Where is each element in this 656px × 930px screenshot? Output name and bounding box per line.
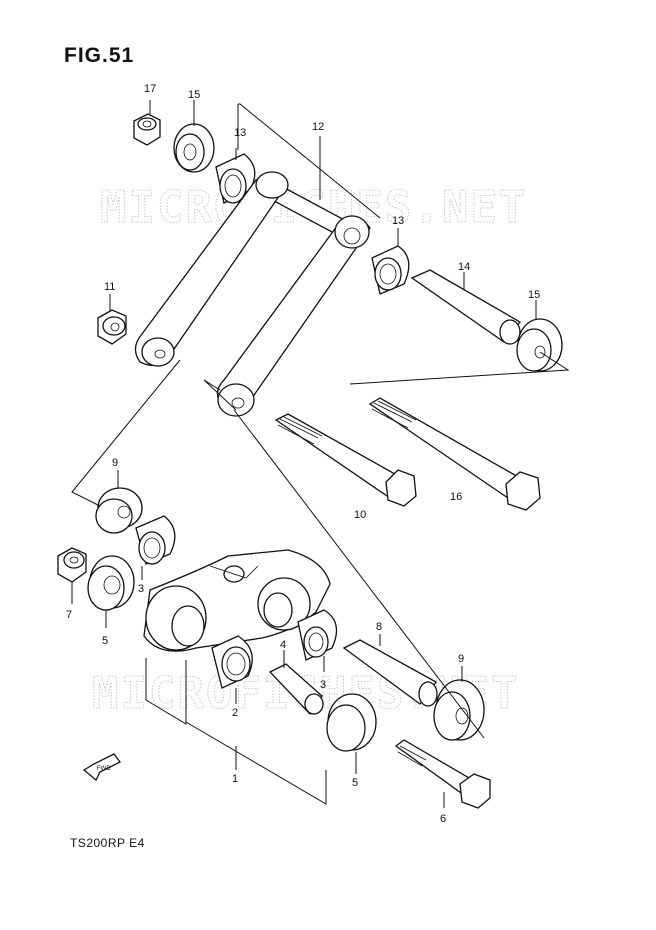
callout-13-right: 13 — [392, 215, 404, 227]
part-5-washer-right — [326, 693, 377, 752]
part-9-washer-left — [95, 487, 143, 534]
part-17-nut — [133, 113, 161, 146]
part-2-bearing — [211, 635, 253, 689]
callout-12: 12 — [312, 121, 324, 133]
part-15-washer-right — [516, 318, 563, 372]
callout-11: 11 — [104, 281, 115, 293]
leader-lines — [71, 100, 570, 808]
part-5-washer-left — [87, 555, 135, 611]
part-8-collar — [342, 639, 438, 707]
part-9-washer-right — [433, 679, 485, 741]
model-code: TS200RP E4 — [70, 836, 145, 850]
callout-17: 17 — [144, 83, 156, 95]
part-4-spacer — [268, 663, 324, 716]
callout-5-right: 5 — [352, 777, 358, 789]
part-12-rod-assembly — [134, 171, 371, 417]
callout-10: 10 — [354, 509, 366, 521]
callout-2: 2 — [232, 707, 238, 719]
callout-6: 6 — [440, 813, 446, 825]
part-11-nut — [97, 309, 127, 345]
part-14-collar — [410, 269, 521, 345]
callout-labels: 17 15 13 12 13 14 15 11 9 10 16 7 3 5 8 … — [66, 83, 540, 825]
callout-3-left: 3 — [138, 583, 144, 595]
callout-5-left: 5 — [102, 635, 108, 647]
callout-8: 8 — [376, 621, 382, 633]
callout-13-top: 13 — [234, 127, 246, 139]
part-10-bolt — [274, 413, 417, 507]
part-16-bolt — [368, 397, 541, 511]
callout-7: 7 — [66, 609, 72, 621]
callout-15-right: 15 — [528, 289, 540, 301]
callout-14: 14 — [458, 261, 470, 273]
part-15-washer-top — [173, 123, 215, 173]
callout-3-right: 3 — [320, 679, 326, 691]
callout-1: 1 — [232, 773, 238, 785]
callout-15-top: 15 — [188, 89, 200, 101]
fwd-arrow-icon: FWD — [82, 753, 121, 782]
part-13-bearing-top — [215, 153, 256, 204]
callout-9-left: 9 — [112, 457, 118, 469]
part-7-nut — [57, 547, 87, 583]
callout-9-right: 9 — [458, 653, 464, 665]
part-3-bearing-left — [135, 515, 176, 565]
part-6-bolt — [394, 739, 491, 809]
callout-4: 4 — [280, 639, 286, 651]
part-3-bearing-right — [297, 609, 338, 661]
fwd-label: FWD — [97, 766, 111, 772]
part-13-bearing-right — [371, 245, 410, 295]
figure-title: FIG.51 — [64, 44, 135, 67]
part-1-cushion-lever — [143, 549, 331, 652]
callout-16: 16 — [450, 491, 462, 503]
